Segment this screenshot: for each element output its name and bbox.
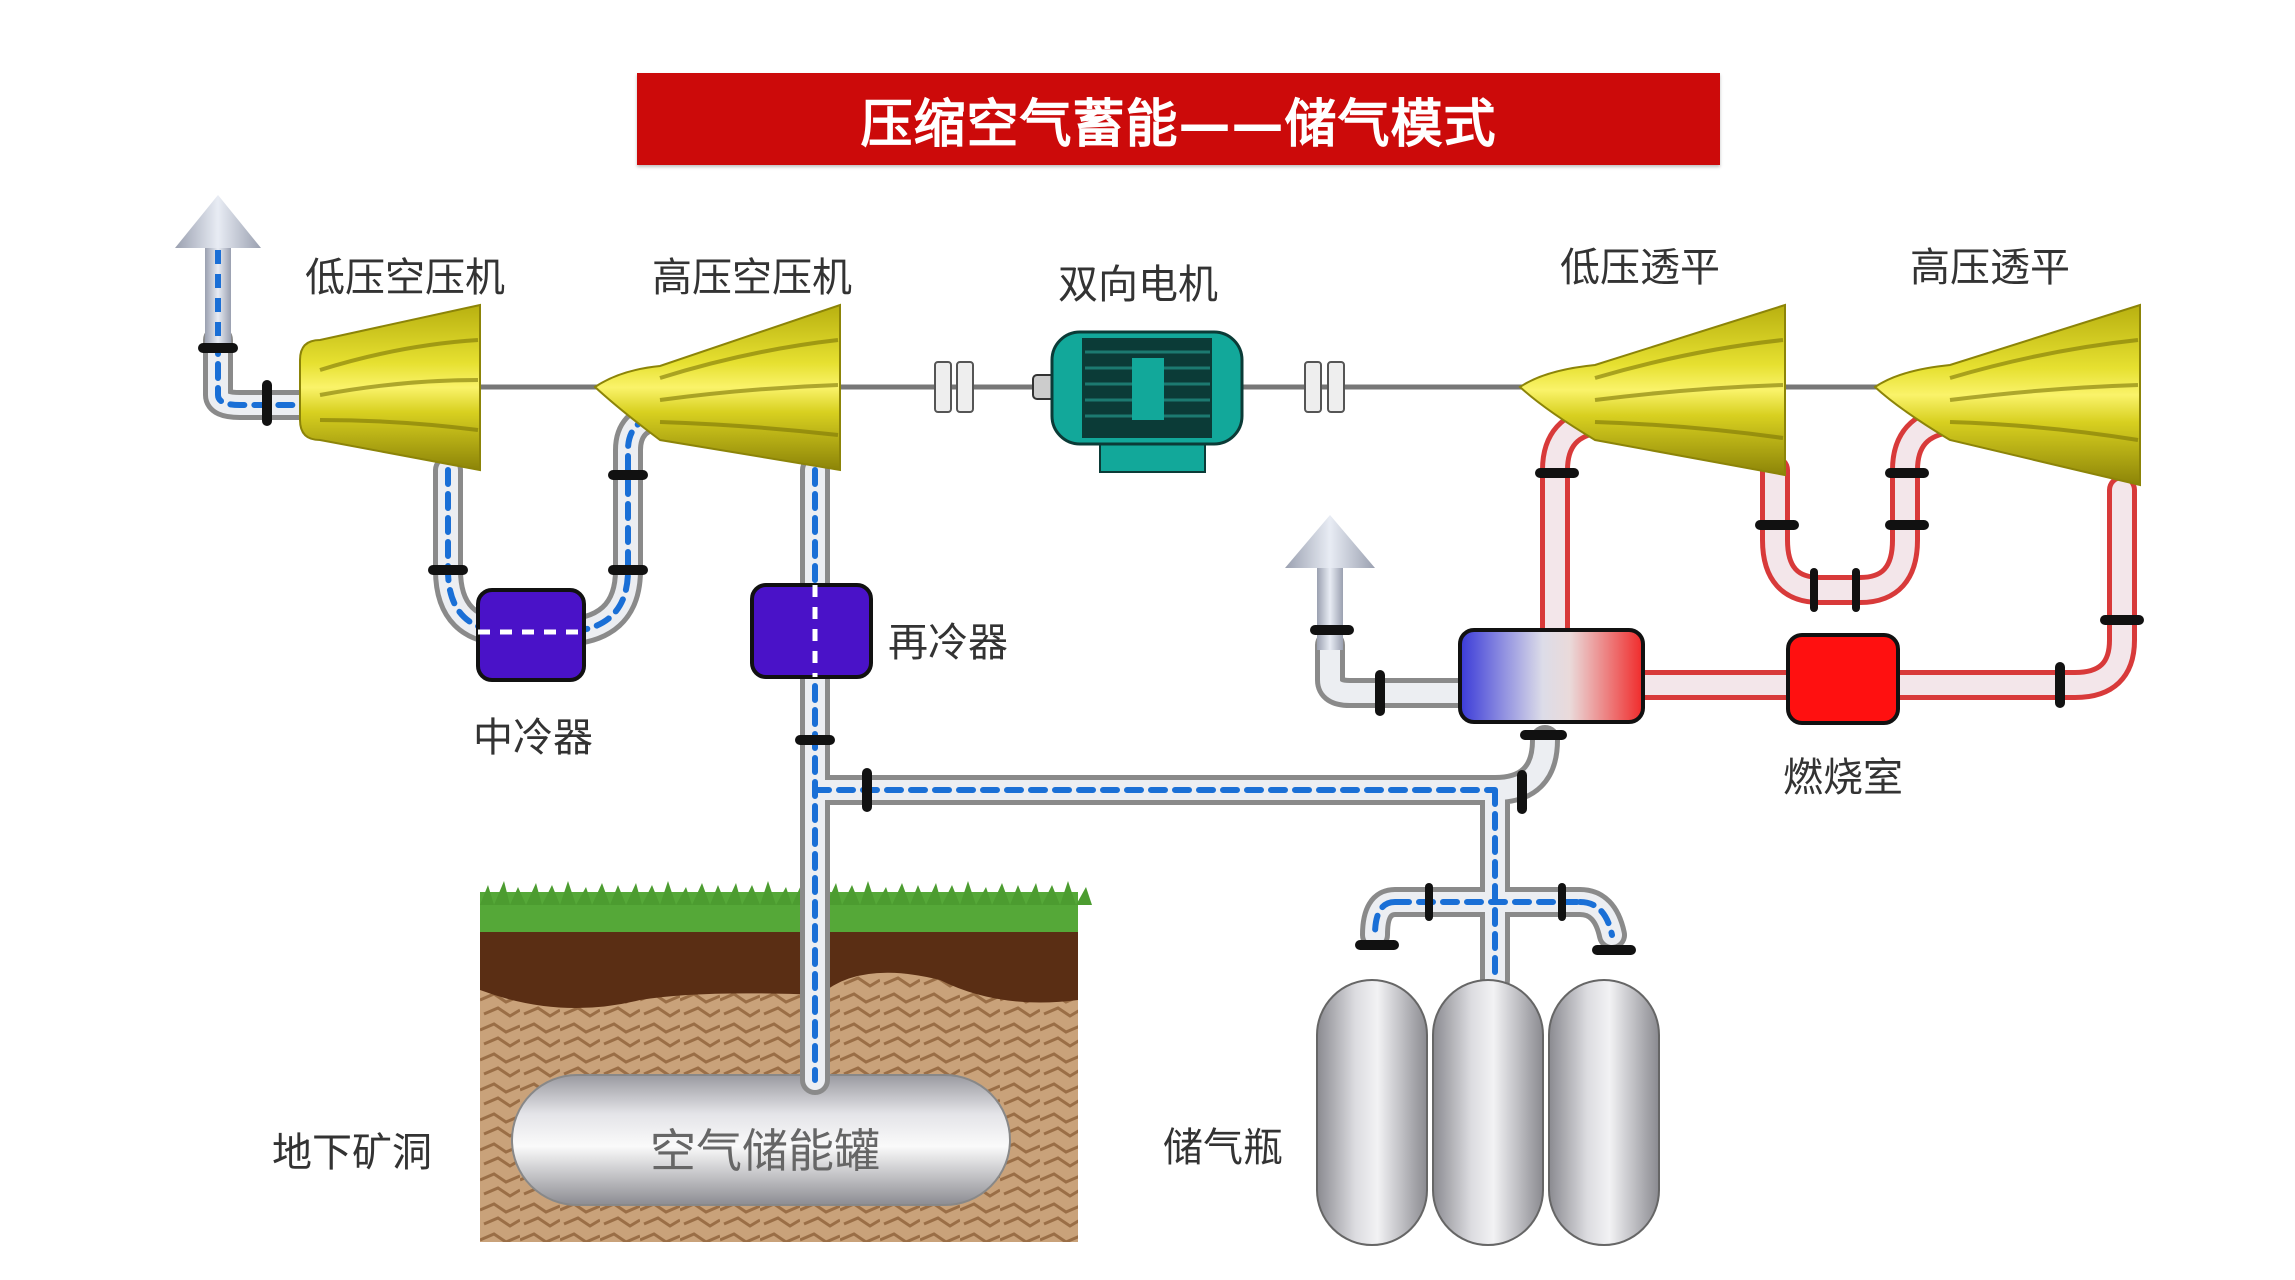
pipe-flanges <box>198 343 2144 955</box>
label-lp-turbine: 低压透平 <box>1560 245 1720 291</box>
exhaust-arrow-left <box>175 195 261 345</box>
label-gas-cylinders: 储气瓶 <box>1163 1125 1283 1171</box>
hp-compressor <box>593 303 841 472</box>
label-motor: 双向电机 <box>1058 262 1218 308</box>
aftercooler <box>750 583 873 679</box>
combustor <box>1786 633 1900 725</box>
diagram-title: 压缩空气蓄能——储气模式 <box>860 94 1497 155</box>
intercooler <box>476 588 586 682</box>
hp-turbine <box>1873 303 2141 487</box>
gas-cylinders <box>1316 979 1660 1246</box>
label-hp-turbine: 高压透平 <box>1910 245 2070 291</box>
cold-air-pipes <box>203 325 1627 1095</box>
recuperator <box>1458 628 1645 724</box>
coupling-right <box>1304 361 1345 413</box>
label-combustor: 燃烧室 <box>1783 755 1903 801</box>
lp-compressor <box>299 303 481 472</box>
bidirectional-motor <box>1032 330 1244 473</box>
lp-turbine <box>1518 303 1786 477</box>
label-intercooler: 中冷器 <box>473 715 593 761</box>
label-storage-tank: 空气储能罐 <box>650 1124 880 1178</box>
exhaust-arrow-right <box>1285 515 1375 650</box>
label-hp-compressor: 高压空压机 <box>652 255 852 301</box>
label-underground-cavern: 地下矿洞 <box>272 1130 432 1176</box>
label-aftercooler: 再冷器 <box>888 620 1008 666</box>
title-banner: 压缩空气蓄能——储气模式 <box>637 73 1720 165</box>
label-lp-compressor: 低压空压机 <box>305 255 505 301</box>
coupling-left <box>934 361 974 413</box>
storage-tank <box>511 1074 1011 1206</box>
